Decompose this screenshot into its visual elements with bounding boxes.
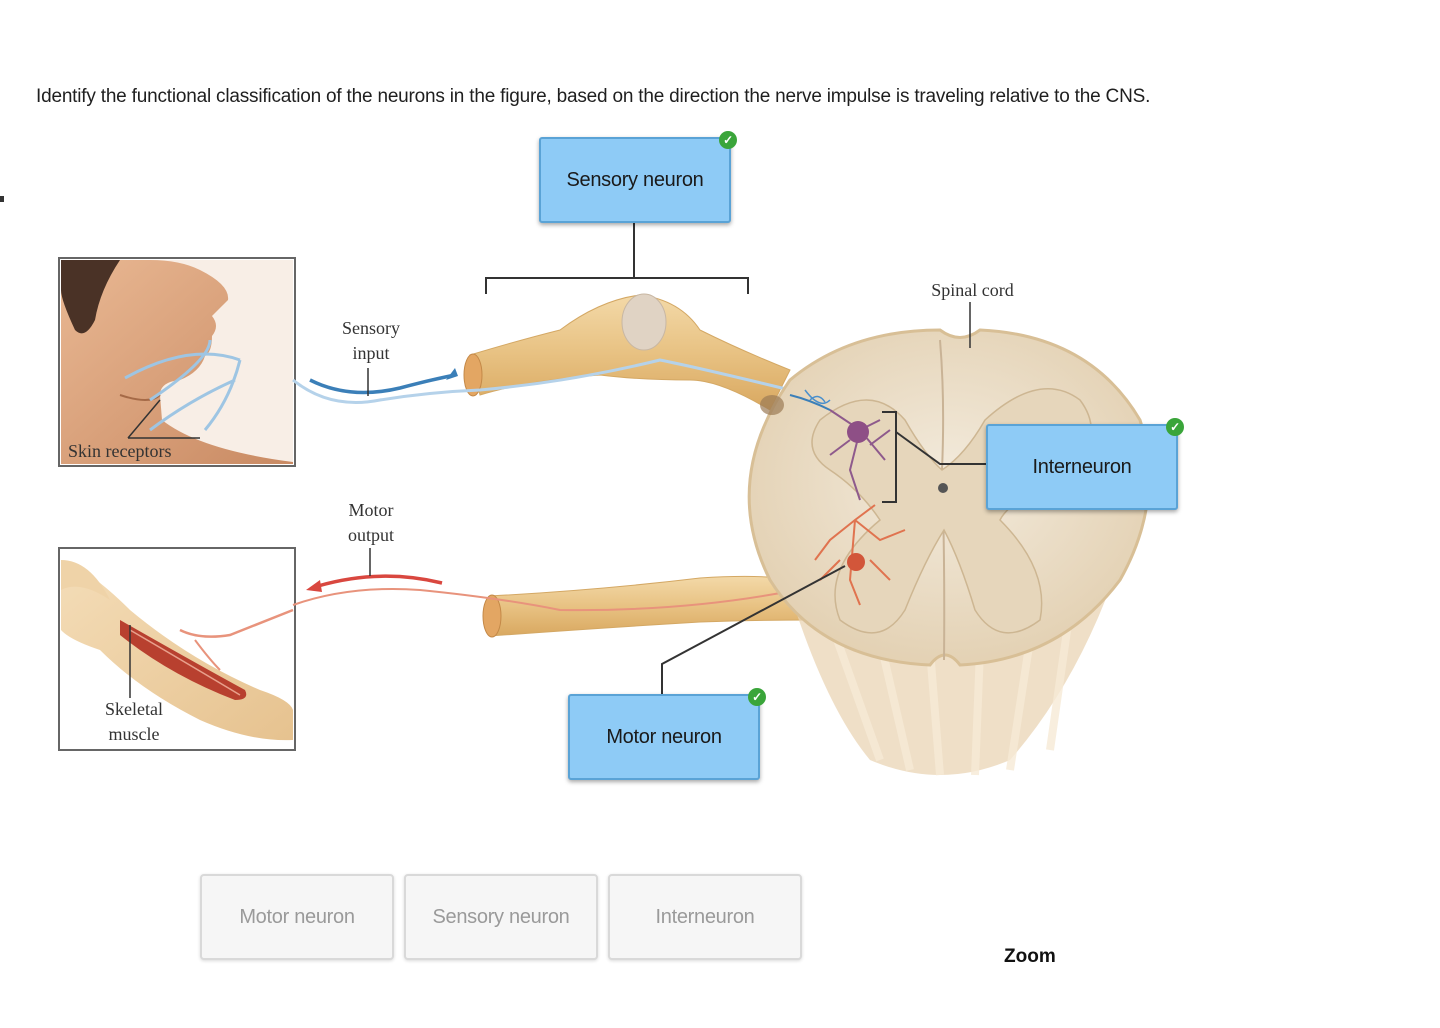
check-circle-icon: ✓ bbox=[719, 131, 737, 149]
arm-illustration bbox=[58, 547, 296, 751]
drop-zone-sensory[interactable]: Sensory neuron ✓ bbox=[539, 131, 737, 223]
motor-nerve bbox=[292, 548, 821, 638]
choice-interneuron[interactable]: Interneuron bbox=[608, 874, 802, 960]
skeletal-muscle-label: Skeletal muscle bbox=[105, 699, 163, 744]
drop-zone-label: Sensory neuron bbox=[566, 168, 704, 191]
drop-zone-interneuron[interactable]: Interneuron ✓ bbox=[986, 418, 1184, 510]
drop-zone-label: Motor neuron bbox=[606, 725, 722, 748]
choice-sensory-neuron[interactable]: Sensory neuron bbox=[404, 874, 598, 960]
spinal-cord-illustration bbox=[747, 302, 1151, 776]
face-illustration bbox=[58, 257, 296, 467]
sensory-input-label: Sensory input bbox=[342, 318, 400, 363]
zoom-button[interactable]: Zoom bbox=[1004, 946, 1056, 967]
question-prompt: Identify the functional classification o… bbox=[36, 86, 1151, 107]
sensory-nerve bbox=[292, 293, 791, 411]
spinal-cord-label: Spinal cord bbox=[931, 280, 1014, 300]
check-circle-icon: ✓ bbox=[1166, 418, 1184, 436]
choice-motor-neuron[interactable]: Motor neuron bbox=[200, 874, 394, 960]
margin-marker bbox=[0, 196, 4, 202]
drop-zone-motor[interactable]: Motor neuron ✓ bbox=[568, 688, 766, 780]
motor-output-label: Motor output bbox=[347, 500, 394, 545]
label-leader-lines bbox=[485, 222, 986, 694]
drop-zone-label: Interneuron bbox=[1032, 455, 1132, 478]
skin-receptors-label: Skin receptors bbox=[68, 441, 172, 461]
check-circle-icon: ✓ bbox=[748, 688, 766, 706]
